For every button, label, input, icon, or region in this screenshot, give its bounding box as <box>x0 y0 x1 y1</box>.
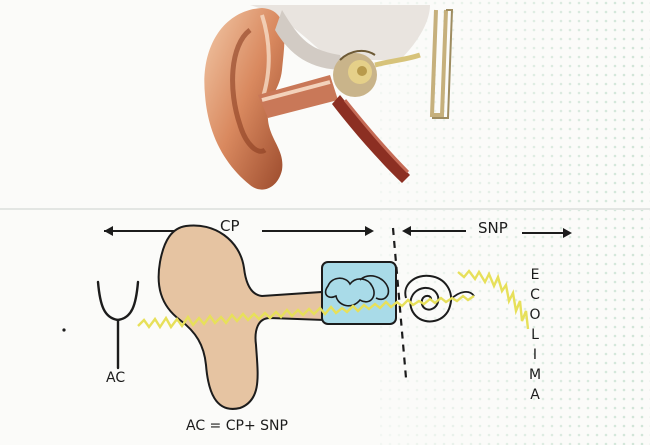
vertical-letter: O <box>526 308 544 322</box>
snp-label: SNP <box>478 221 508 236</box>
ac-label: AC <box>106 371 125 385</box>
dot-texture <box>380 0 650 445</box>
vertical-letter: C <box>526 288 544 302</box>
cp-label: CP <box>220 219 240 234</box>
vertical-letter: I <box>526 348 544 362</box>
vertical-letter: M <box>526 368 544 382</box>
ossicle-box <box>322 262 396 324</box>
vertical-word: E C O L I M A <box>526 268 544 402</box>
vertical-letter: E <box>526 268 544 282</box>
stray-dot <box>62 328 65 331</box>
equation-label: AC = CP+ SNP <box>186 419 288 433</box>
vertical-letter: L <box>526 328 544 342</box>
tuning-fork-icon <box>98 282 138 368</box>
vertical-letter: A <box>526 388 544 402</box>
